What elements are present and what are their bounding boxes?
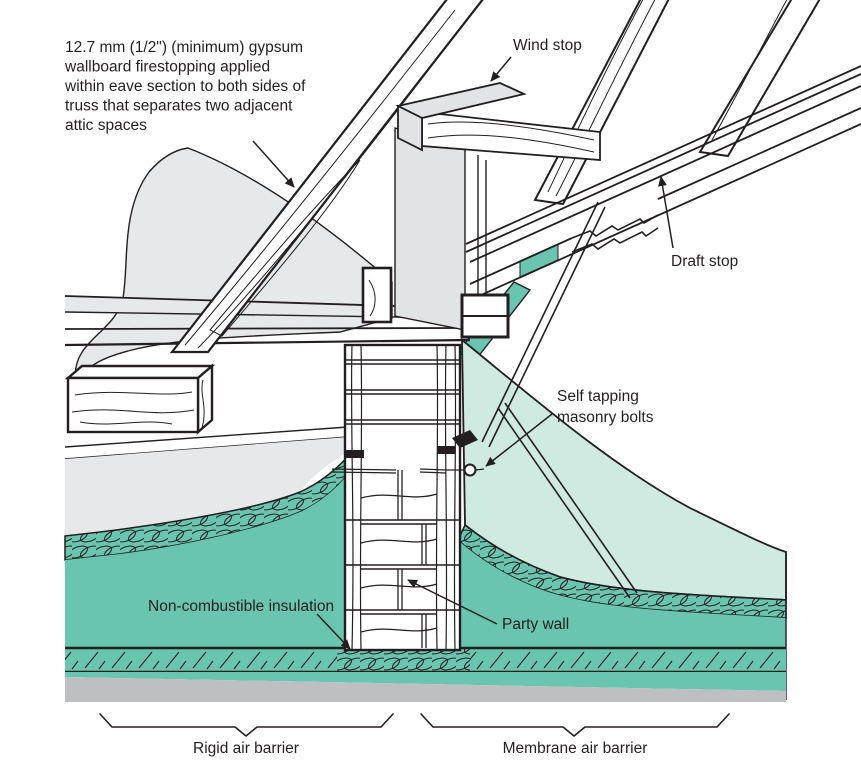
truss-blocking (361, 266, 393, 324)
membrane-sliver-in-sheathing (519, 243, 559, 278)
ceiling-teal-strip (65, 672, 786, 691)
roof-sheathing-lines (465, 65, 861, 301)
membrane-air-barrier-brace (420, 713, 730, 737)
truss-vertical-lines (477, 155, 487, 300)
wind-stop-panel-front (397, 104, 423, 152)
truss-top-chord-left (169, 0, 484, 354)
party-wall-masonry (331, 343, 485, 652)
truss-top-chord-right (533, 0, 670, 206)
rigid-air-barrier-label: Rigid air barrier (193, 740, 299, 757)
leader-draft-stop (658, 176, 674, 249)
ceiling-air-barrier (65, 646, 786, 674)
gypsum-firestop-panel (74, 147, 393, 382)
roof-structure-right (456, 0, 861, 363)
leader-arrows (252, 56, 674, 650)
wind-stop-assembly (395, 82, 601, 161)
ladder-blocking-box (460, 293, 510, 339)
non-combustible-label: Non-combustible insulation (148, 598, 334, 615)
draft-stop-label: Draft stop (671, 253, 738, 270)
leader-wind-stop (490, 56, 512, 82)
vertical-gypsum-panel (394, 127, 466, 331)
truss-top-chord-far-right (698, 0, 821, 158)
brace-group (99, 713, 730, 737)
leader-self-tapping (485, 413, 553, 467)
party-wall-label: Party wall (502, 616, 569, 633)
eave-gray-layer (65, 437, 348, 536)
bottom-gray-wedge (65, 677, 786, 702)
gypsum-note-label: 12.7 mm (1/2") (minimum) gypsum wallboar… (64, 39, 310, 134)
wind-stop-label: Wind stop (513, 37, 582, 54)
rigid-air-barrier-brace (99, 713, 394, 737)
attic-insulation-right (458, 540, 786, 648)
leader-gypsum-note (252, 140, 295, 188)
labels: 12.7 mm (1/2") (minimum) gypsum wallboar… (64, 37, 738, 757)
masonry-bolt (331, 463, 485, 477)
draft-stop-zigzag (571, 214, 659, 253)
bottom-chord-beam (64, 363, 216, 435)
bolt-head (463, 463, 477, 477)
membrane-air-barrier-label: Membrane air barrier (503, 740, 648, 757)
wind-stop-panel-top (395, 82, 527, 119)
attic-insulation-left (65, 462, 356, 648)
non-combustible-strip (337, 648, 470, 672)
self-tapping-label: Self tapping masonry bolts (557, 388, 654, 426)
leader-party-wall (407, 579, 498, 625)
membrane-right-layers (457, 201, 787, 700)
leader-non-combustible (316, 613, 351, 650)
